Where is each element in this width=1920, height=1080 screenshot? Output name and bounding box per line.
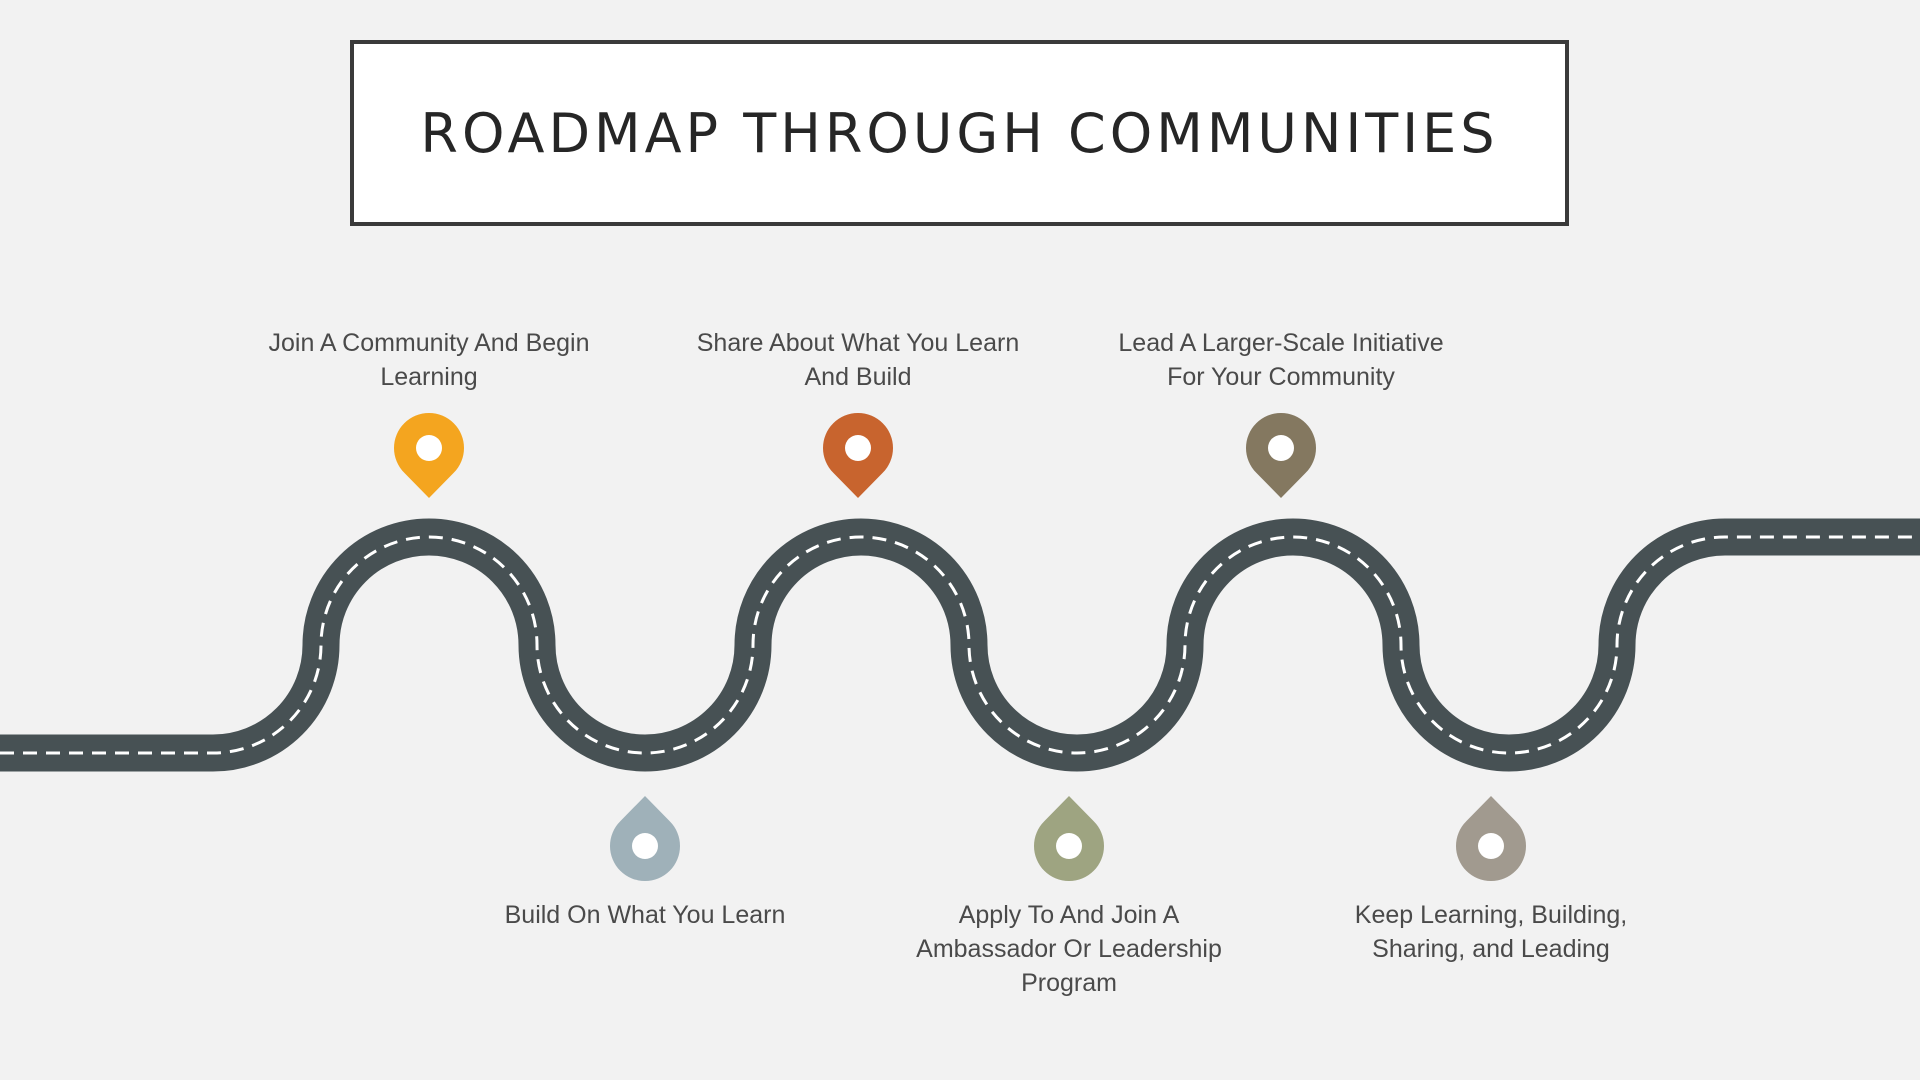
title-box: ROADMAP THROUGH COMMUNITIES <box>350 40 1569 226</box>
map-pin-hole <box>1268 435 1294 461</box>
map-pin-icon <box>1245 413 1316 498</box>
step-label-1: Join A Community And Begin Learning <box>268 329 590 391</box>
road-surface <box>0 518 1920 772</box>
step-label-6: Keep Learning, Building, Sharing, and Le… <box>1354 901 1628 963</box>
map-pin-hole <box>1056 833 1082 859</box>
map-pin-hole <box>632 833 658 859</box>
map-pin-icon <box>1456 796 1526 881</box>
map-pin-icon <box>1034 796 1104 881</box>
map-pin-icon <box>610 796 681 882</box>
step-label-4: Apply To And Join A Ambassador Or Leader… <box>916 901 1222 997</box>
step-label-3: Share About What You Learn And Build <box>696 329 1020 391</box>
map-pin-hole <box>845 435 871 461</box>
map-pin-hole <box>1478 833 1504 859</box>
map-pin-hole <box>416 435 442 461</box>
map-pin-icon <box>823 413 894 498</box>
road-center-dashes <box>0 535 1920 755</box>
map-pin-icon <box>394 413 465 498</box>
step-label-5: Lead A Larger-Scale Initiative For Your … <box>1118 329 1444 391</box>
page-title: ROADMAP THROUGH COMMUNITIES <box>420 101 1499 165</box>
step-label-2: Build On What You Learn <box>504 901 786 929</box>
